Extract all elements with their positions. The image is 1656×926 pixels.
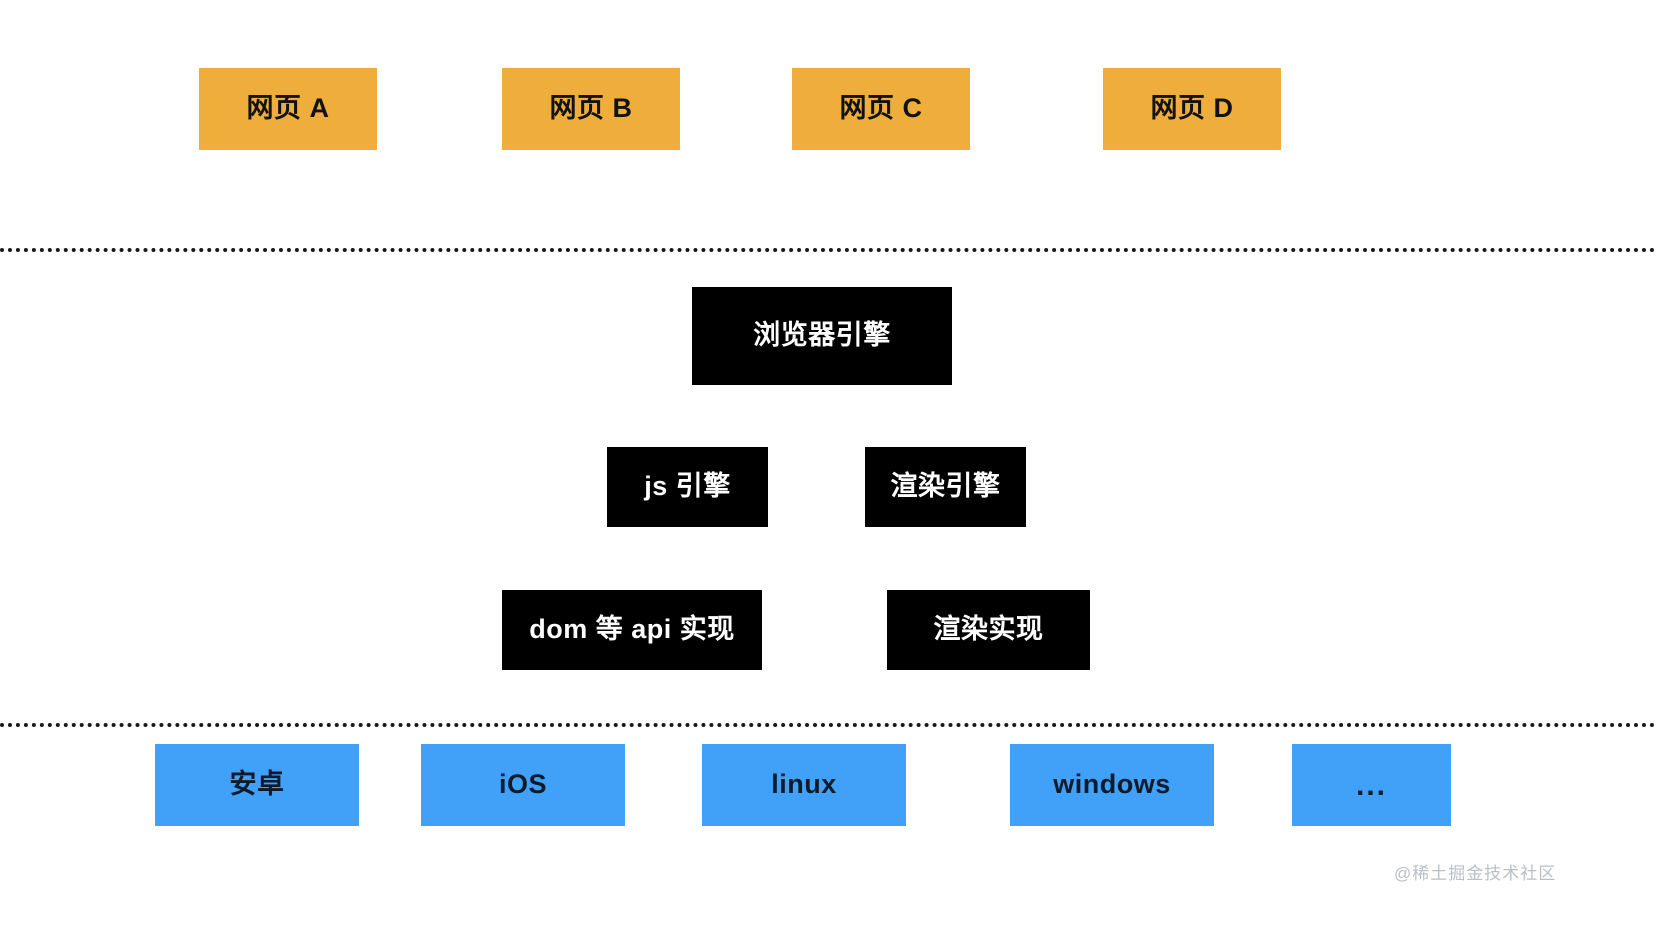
web-page-node-a: 网页 A — [199, 68, 377, 150]
os-node-ios: iOS — [421, 744, 625, 826]
web-page-node-c: 网页 C — [792, 68, 970, 150]
os-node-linux: linux — [702, 744, 906, 826]
web-page-node-b: 网页 B — [502, 68, 680, 150]
render-engine-node: 渲染引擎 — [865, 447, 1026, 527]
web-page-node-d: 网页 D — [1103, 68, 1281, 150]
os-node-more: ... — [1292, 744, 1451, 826]
browser-engine-node: 浏览器引擎 — [692, 287, 952, 385]
os-node-windows: windows — [1010, 744, 1214, 826]
watermark: @稀土掘金技术社区 — [1394, 864, 1557, 883]
divider-engine-os — [0, 723, 1656, 727]
os-node-android: 安卓 — [155, 744, 359, 826]
divider-pages-engine — [0, 248, 1656, 252]
js-engine-node: js 引擎 — [607, 447, 768, 527]
render-impl-node: 渲染实现 — [887, 590, 1090, 670]
dom-api-impl-node: dom 等 api 实现 — [502, 590, 762, 670]
